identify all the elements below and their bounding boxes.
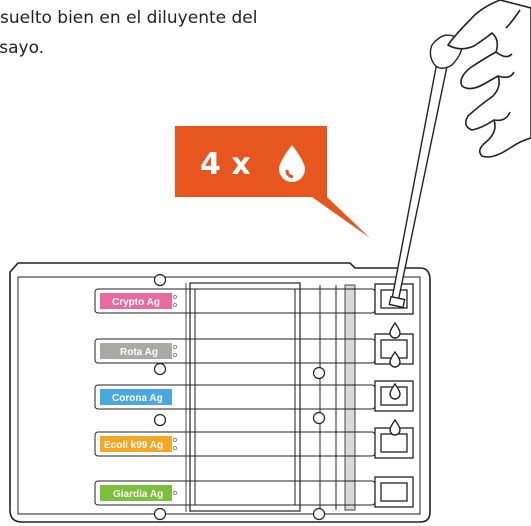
sample-well-5 <box>374 476 414 508</box>
strip-5: Giardia Ag <box>100 485 178 501</box>
instruction-line-1: suelto bien en el diluyente del <box>0 8 258 28</box>
strip-label-bg <box>100 293 172 309</box>
strip-label: Corona Ag <box>112 393 163 404</box>
swab-icon <box>388 34 463 309</box>
strip-4: Ecoli k99 Ag <box>100 436 178 452</box>
drop-icon <box>389 350 401 368</box>
strip-label: Giardia Ag <box>113 489 163 500</box>
strip-3: Corona Ag <box>100 389 172 405</box>
strip-label-bg <box>100 485 172 501</box>
strip-2: Rota Ag <box>100 343 178 359</box>
sample-well-4 <box>374 427 414 459</box>
sample-well-2 <box>374 333 414 365</box>
strip-label-bg <box>100 436 172 452</box>
strip-label: Rota Ag <box>120 347 158 358</box>
drop-icon <box>389 321 401 339</box>
strip-1: Crypto Ag <box>100 293 178 309</box>
strip-label: Crypto Ag <box>112 297 160 308</box>
dosage-callout: 4 x <box>175 126 370 238</box>
drop-icon <box>389 418 401 436</box>
drop-icons <box>389 321 401 436</box>
drop-icon <box>279 145 305 182</box>
strip-label-bg <box>100 343 172 359</box>
strip-label: Ecoli k99 Ag <box>104 440 163 451</box>
cassette-holes <box>153 273 326 521</box>
callout-text: 4 x <box>200 147 251 182</box>
drop-icon <box>389 382 401 400</box>
strip-label-bg <box>100 389 172 405</box>
instruction-line-2: ensayo. <box>0 38 45 58</box>
hand-icon <box>447 0 531 158</box>
test-cassette <box>9 262 431 523</box>
